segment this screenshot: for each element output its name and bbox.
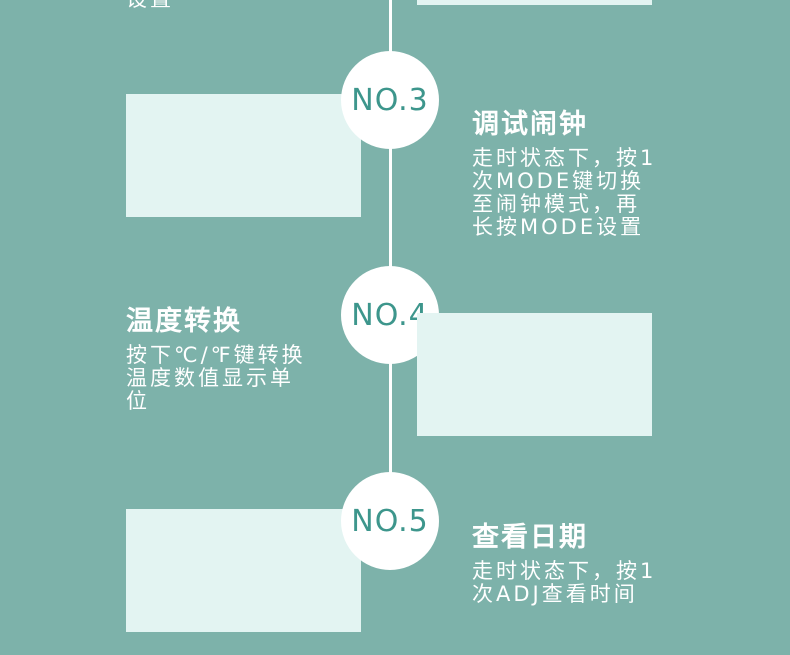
timeline-line xyxy=(389,0,392,480)
step-4-image-placeholder xyxy=(417,313,652,436)
step-4-title: 温度转换 xyxy=(126,306,242,337)
step-5-description: 走时状态下，按1 次ADJ查看时间 xyxy=(472,559,657,606)
step-3-number-badge: NO.3 xyxy=(341,51,439,149)
step-5-title: 查看日期 xyxy=(472,522,588,553)
step-5-image-placeholder xyxy=(126,509,361,632)
previous-step-image-placeholder xyxy=(417,0,652,5)
step-3-title: 调试闹钟 xyxy=(472,109,588,140)
step-3-description: 走时状态下，按1 次MODE键切换 至闹钟模式，再 长按MODE设置 xyxy=(472,146,657,239)
step-3-image-placeholder xyxy=(126,94,361,217)
step-5-number-badge: NO.5 xyxy=(341,472,439,570)
previous-step-description: 设置 xyxy=(126,0,174,11)
step-4-description: 按下℃/℉键转换 温度数值显示单 位 xyxy=(126,343,306,413)
